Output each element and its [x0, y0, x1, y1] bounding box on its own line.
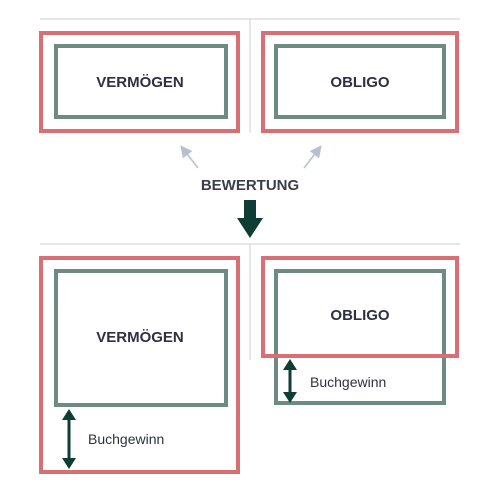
- center-section: BEWERTUNG: [180, 145, 322, 238]
- top-left-label: VERMÖGEN: [96, 74, 184, 91]
- bottom-left-outer-frame: [39, 256, 240, 474]
- bottom-right-outer-frame: [261, 256, 459, 358]
- arrow-up-right-icon: [303, 145, 322, 169]
- arrow-down-icon: [237, 200, 263, 238]
- bottom-right-inner-frame: [274, 269, 446, 405]
- top-right-outer-frame: [261, 31, 459, 133]
- top-left-inner-frame: [54, 44, 228, 119]
- bottom-right-buchgewinn-label: Buchgewinn: [310, 374, 386, 390]
- bottom-left-label: VERMÖGEN: [96, 329, 184, 346]
- arrow-up-left-icon: [180, 145, 199, 169]
- top-right-label: OBLIGO: [330, 74, 389, 91]
- bottom-left-inner-frame: [54, 269, 228, 407]
- top-section: VERMÖGEN OBLIGO: [39, 18, 460, 133]
- top-left-outer-frame: [39, 31, 240, 133]
- double-arrow-vertical-icon: [283, 359, 297, 403]
- bottom-left-buchgewinn-label: Buchgewinn: [88, 431, 164, 447]
- bottom-section: VERMÖGEN Buchgewinn OBLIGO Buchgewinn: [39, 243, 460, 474]
- top-right-inner-frame: [274, 44, 446, 119]
- bottom-right-label: OBLIGO: [330, 307, 389, 324]
- bewertung-label: BEWERTUNG: [201, 177, 299, 194]
- double-arrow-vertical-icon: [62, 409, 76, 469]
